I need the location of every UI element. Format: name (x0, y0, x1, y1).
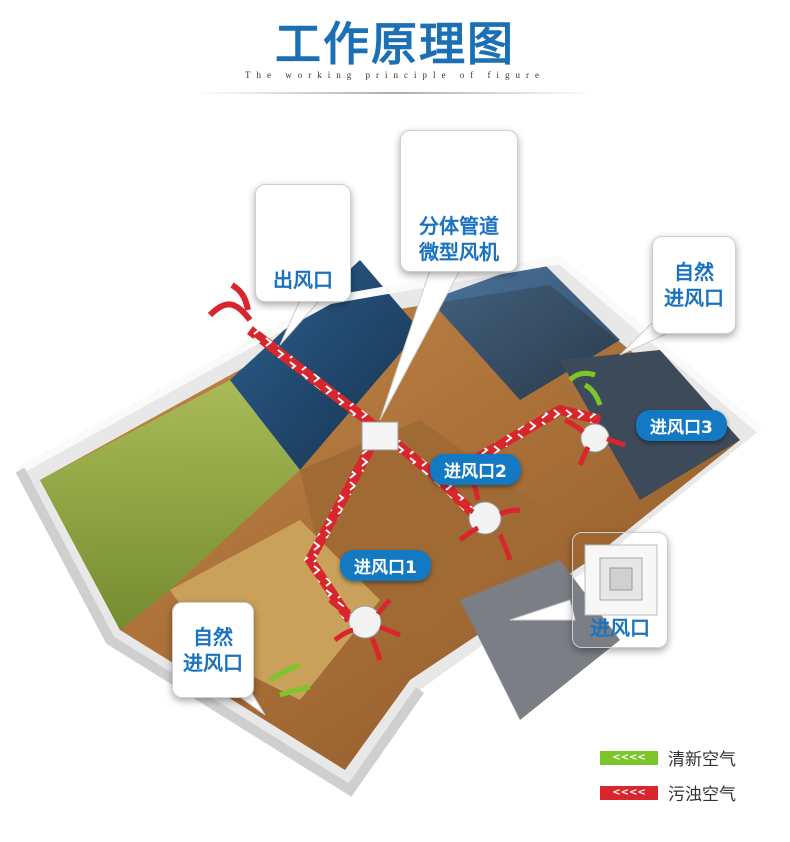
callout-outlet: 出风口 (255, 184, 351, 302)
balcony (460, 560, 620, 720)
fan-unit (361, 421, 399, 451)
exhaust-arrow (207, 301, 253, 322)
callout-inlet-panel: 进风口 (572, 532, 668, 648)
legend-fresh: <<<< 清新空气 (600, 745, 736, 770)
inlet-2-pill: 进风口2 (430, 454, 521, 485)
legend-dirty-label: 污浊空气 (668, 785, 736, 805)
inlet-panel-graphic (584, 544, 658, 616)
callout-natural-left-label: 自然 进风口 (183, 625, 243, 675)
callout-natural-right-label: 自然 进风口 (664, 260, 724, 310)
fresh-air-arrows (268, 370, 603, 698)
dirty-air-arrows (328, 417, 626, 661)
title-divider (195, 92, 595, 94)
ceiling-vent-1 (348, 605, 382, 639)
page-subtitle: The working principle of figure (245, 70, 545, 80)
legend-fresh-label: 清新空气 (668, 750, 736, 770)
inlet-1-pill: 进风口1 (340, 550, 431, 581)
legend-dirty: <<<< 污浊空气 (600, 780, 736, 805)
callout-natural-inlet-right: 自然 进风口 (652, 236, 736, 334)
callout-natural-inlet-left: 自然 进风口 (172, 602, 254, 698)
legend-dirty-swatch: <<<< (600, 785, 658, 800)
exhaust-arrow (230, 282, 251, 311)
legend-fresh-swatch: <<<< (600, 750, 658, 765)
house-wall-front (15, 467, 425, 797)
page-title: 工作原理图 (275, 17, 515, 71)
room-left-bedroom (40, 380, 300, 630)
callout-fan-label: 分体管道 微型风机 (419, 214, 499, 264)
callout-fan: 分体管道 微型风机 (400, 130, 518, 272)
inlet-3-pill: 进风口3 (636, 410, 727, 441)
room-bathroom (230, 260, 420, 470)
callout-inlet-panel-label: 进风口 (590, 616, 650, 640)
callout-outlet-label: 出风口 (273, 268, 333, 292)
exhaust-duct-branch (304, 427, 385, 623)
